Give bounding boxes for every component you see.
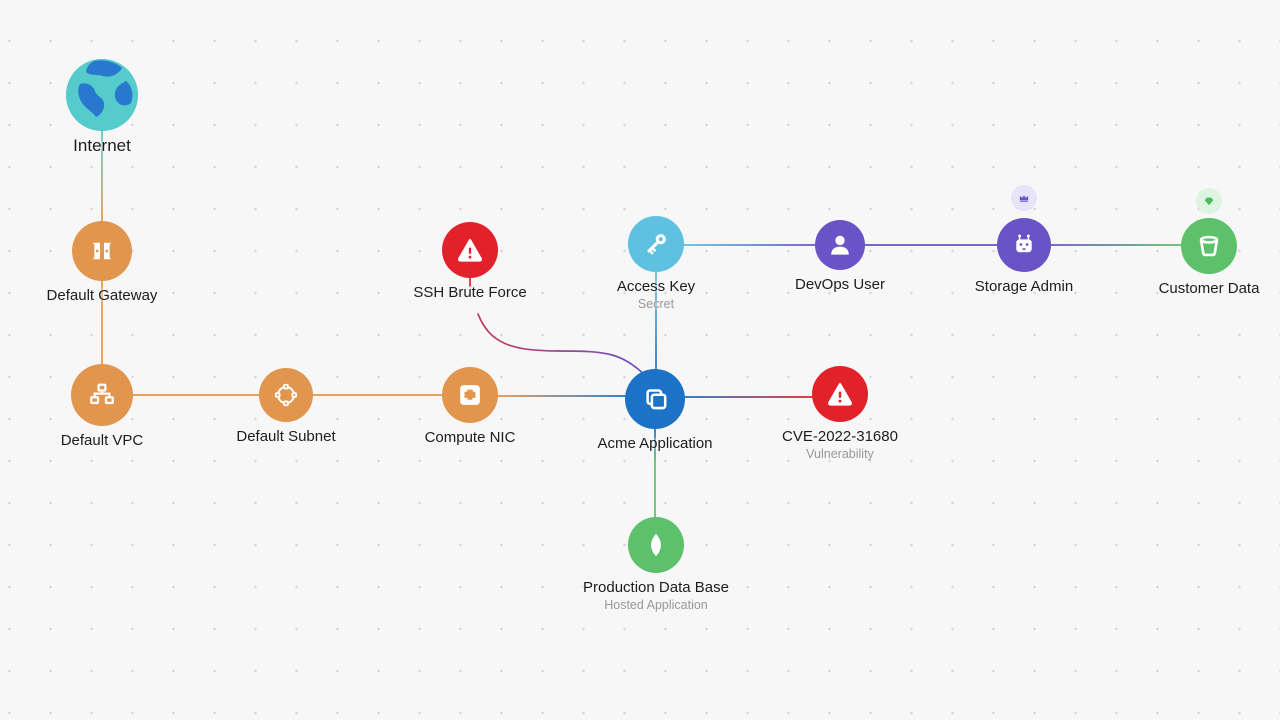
node-label: Default Gateway — [46, 287, 158, 304]
node-ssh-brute-force: SSH Brute Force — [350, 222, 590, 301]
node-cve-circle[interactable] — [812, 366, 868, 422]
globe-icon — [66, 59, 138, 131]
node-internet-circle[interactable] — [66, 59, 138, 131]
node-label: Production Data Base — [583, 579, 729, 596]
node-label: SSH Brute Force — [413, 284, 527, 301]
gem-icon — [1204, 197, 1214, 206]
node-ssh-brute-force-circle[interactable] — [442, 222, 498, 278]
node-access-key-circle[interactable] — [628, 216, 684, 272]
key-icon — [647, 234, 666, 255]
node-default-vpc-circle[interactable] — [71, 364, 133, 426]
node-label: Default VPC — [60, 432, 144, 449]
ethernet-port-icon — [460, 385, 480, 405]
node-label: Access Key — [616, 278, 696, 295]
node-default-gateway-circle[interactable] — [72, 221, 132, 281]
node-customer-data-circle[interactable] — [1181, 218, 1237, 274]
node-sublabel: Hosted Application — [604, 598, 708, 612]
edge-ssh-acme — [477, 313, 647, 377]
node-devops-user: DevOps User — [720, 220, 960, 293]
gem-badge — [1196, 188, 1222, 214]
node-default-vpc: Default VPC — [0, 364, 222, 449]
node-compute-nic: Compute NIC — [350, 367, 590, 446]
node-label: Internet — [73, 136, 131, 155]
bucket-icon — [1199, 235, 1219, 257]
node-default-gateway: Default Gateway — [0, 221, 222, 304]
node-cve-2022-31680: CVE-2022-31680 Vulnerability — [720, 366, 960, 461]
node-devops-user-circle[interactable] — [815, 220, 865, 270]
node-label: CVE-2022-31680 — [782, 428, 898, 445]
warning-icon — [827, 382, 853, 406]
node-label: Storage Admin — [974, 278, 1074, 295]
node-acme-application-circle[interactable] — [625, 369, 685, 429]
crown-badge — [1011, 185, 1037, 211]
node-label: Compute NIC — [424, 429, 516, 446]
node-label: Default Subnet — [236, 428, 336, 445]
node-compute-nic-circle[interactable] — [442, 367, 498, 423]
node-production-database-circle[interactable] — [628, 517, 684, 573]
subnet-ring-icon — [274, 383, 298, 407]
node-storage-admin: Storage Admin — [904, 218, 1144, 295]
node-storage-admin-circle[interactable] — [997, 218, 1051, 272]
user-icon — [831, 235, 849, 255]
leaf-icon — [651, 533, 661, 557]
copies-icon — [646, 389, 667, 410]
node-access-key: Access Key Secret — [536, 216, 776, 311]
node-customer-data: Customer Data — [1089, 218, 1280, 297]
vpc-network-icon — [90, 383, 114, 405]
node-default-subnet-circle[interactable] — [259, 368, 313, 422]
node-acme-application: Acme Application — [535, 369, 775, 452]
node-sublabel: Vulnerability — [806, 447, 874, 461]
node-default-subnet: Default Subnet — [166, 368, 406, 445]
node-sublabel: Secret — [637, 297, 675, 311]
crown-icon — [1019, 195, 1029, 202]
node-label: Customer Data — [1158, 280, 1260, 297]
node-label: DevOps User — [794, 276, 886, 293]
node-internet: Internet — [0, 59, 222, 154]
warning-icon — [457, 238, 483, 262]
node-production-database: Production Data Base Hosted Application — [536, 517, 776, 612]
gateway-icon — [92, 242, 112, 260]
robot-icon — [1016, 234, 1032, 253]
node-label: Acme Application — [597, 435, 713, 452]
